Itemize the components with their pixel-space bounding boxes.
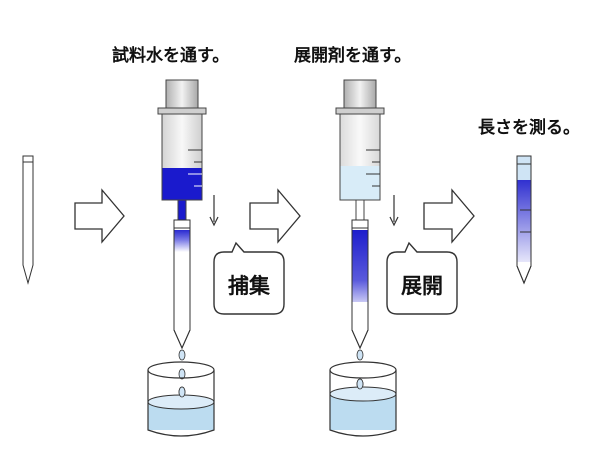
flow-arrow-icon: [249, 188, 301, 244]
step-sample-label: 試料水を通す。: [112, 46, 230, 66]
collect-bubble: [213, 241, 285, 315]
sample-syringe-icon: [157, 79, 207, 221]
sample-column-tube-icon: [173, 219, 191, 350]
result-tube-icon: [516, 155, 532, 285]
flow-arrow-icon: [423, 188, 475, 244]
step-measure-label: 長さを測る。: [478, 118, 580, 138]
flow-arrow-icon: [74, 188, 125, 244]
collect-bubble-label: 捕集: [228, 274, 270, 298]
develop-bubble-label: 展開: [401, 274, 443, 298]
step-developer-label: 展開剤を通す。: [294, 46, 412, 66]
developer-syringe-icon: [335, 79, 385, 221]
developer-beaker-icon: [329, 361, 397, 437]
developer-column-tube-icon: [351, 219, 369, 350]
develop-bubble: [386, 241, 458, 315]
down-arrow-icon: [209, 195, 219, 227]
down-arrow-icon: [389, 195, 399, 227]
sample-beaker-icon: [147, 361, 215, 437]
empty-tube-icon: [22, 155, 34, 285]
